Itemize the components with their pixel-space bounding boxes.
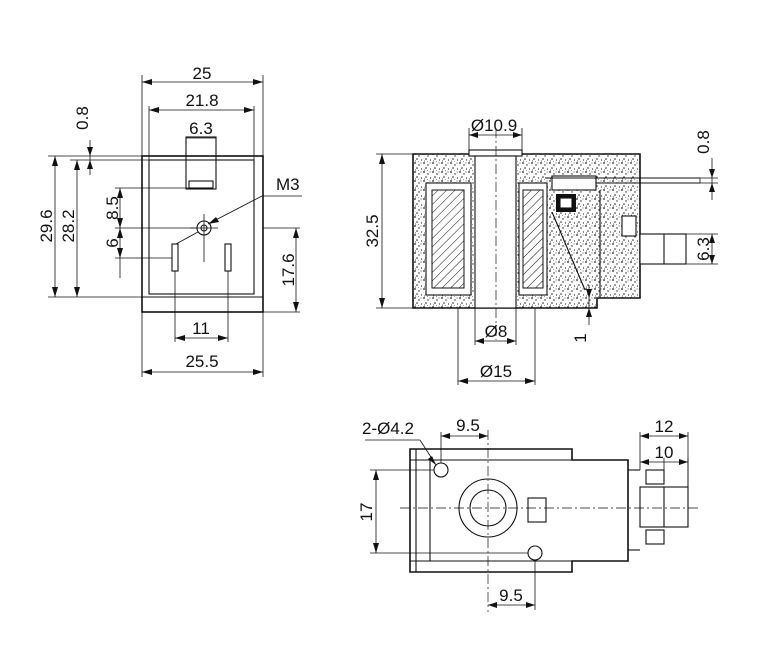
dim-base-width: 25.5 bbox=[185, 352, 218, 371]
dim-front-width: 25 bbox=[193, 64, 212, 83]
label-screw-thread: M3 bbox=[276, 175, 300, 194]
bottom-view: 2-Ø4.2 9.5 9.5 17 12 10 bbox=[357, 416, 700, 612]
dim-section-height: 32.5 bbox=[363, 214, 382, 247]
dim-hole-spacing-top: 9.5 bbox=[456, 416, 480, 435]
dim-pin-spacing-top: 6.3 bbox=[189, 119, 213, 138]
dim-front-inner-width: 21.8 bbox=[185, 91, 218, 110]
dim-base-diameter: Ø15 bbox=[480, 362, 512, 381]
dim-bore-top: Ø10.9 bbox=[471, 116, 517, 135]
front-view: 25 21.8 6.3 0.8 29.6 28.2 8.5 6 bbox=[37, 64, 302, 377]
dim-pin-spacing: 11 bbox=[192, 319, 210, 338]
dim-pin-length-inner: 10 bbox=[655, 443, 674, 462]
dim-bottom-height: 17 bbox=[357, 503, 376, 522]
dim-flange-offset: 0.8 bbox=[694, 130, 713, 154]
label-holes: 2-Ø4.2 bbox=[362, 419, 414, 438]
dim-tab-width: 6.3 bbox=[694, 237, 713, 261]
section-view: Ø10.9 32.5 0.8 6.3 Ø8 Ø15 1 bbox=[363, 116, 718, 385]
dim-hole-spacing-bottom: 9.5 bbox=[499, 586, 523, 605]
dim-bore-bottom: Ø8 bbox=[485, 322, 508, 341]
dim-inner-height: 28.2 bbox=[59, 209, 78, 242]
dim-right-height: 17.6 bbox=[279, 253, 298, 286]
dim-pin-length-outer: 12 bbox=[655, 417, 674, 436]
dim-screw-offset: 8.5 bbox=[103, 196, 122, 220]
dim-overall-height: 29.6 bbox=[37, 209, 56, 242]
dim-step: 1 bbox=[571, 333, 590, 342]
dim-pin-offset: 6 bbox=[103, 238, 122, 247]
dim-top-offset: 0.8 bbox=[73, 106, 92, 130]
